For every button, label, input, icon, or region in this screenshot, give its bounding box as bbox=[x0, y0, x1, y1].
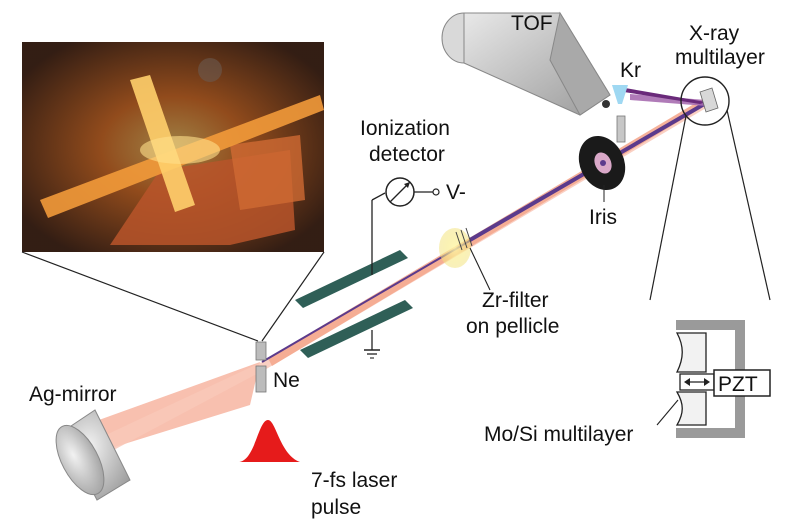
iris-label: Iris bbox=[589, 206, 617, 229]
laser-pulse-label-line2: pulse bbox=[311, 496, 361, 519]
xray-multilayer bbox=[649, 76, 771, 301]
laser-pulse-icon bbox=[238, 420, 300, 462]
ag-mirror-label: Ag-mirror bbox=[29, 383, 117, 406]
iris bbox=[578, 135, 626, 202]
zr-filter bbox=[439, 227, 491, 291]
pzt-box bbox=[713, 369, 771, 397]
ag-mirror bbox=[55, 409, 131, 501]
ionization-detector bbox=[295, 177, 440, 359]
tof-spectrometer bbox=[441, 11, 611, 116]
ionization-label-line1: Ionization bbox=[360, 117, 450, 140]
ne-nozzle bbox=[255, 341, 267, 393]
kr-gas-jet bbox=[612, 85, 628, 143]
voltage-label: V- bbox=[446, 181, 466, 204]
ne-label: Ne bbox=[273, 369, 300, 392]
mosi-label: Mo/Si multilayer bbox=[484, 423, 633, 446]
kr-label: Kr bbox=[620, 59, 641, 82]
xray-label-line2: multilayer bbox=[675, 46, 765, 69]
ionization-label-line2: detector bbox=[369, 143, 445, 166]
inset-pointer-line-right bbox=[261, 251, 325, 342]
pzt-label: PZT bbox=[718, 373, 758, 396]
zr-filter-label-line1: Zr-filter bbox=[482, 289, 549, 312]
plasma-photo bbox=[22, 42, 324, 252]
mosi-pzt-detail bbox=[656, 320, 771, 438]
inset-pointer-line-left bbox=[21, 251, 259, 342]
xray-label-line1: X-ray bbox=[689, 22, 740, 45]
laser-pulse-label-line1: 7-fs laser bbox=[311, 469, 397, 492]
tof-label: TOF bbox=[511, 12, 553, 35]
zr-filter-label-line2: on pellicle bbox=[466, 315, 559, 338]
